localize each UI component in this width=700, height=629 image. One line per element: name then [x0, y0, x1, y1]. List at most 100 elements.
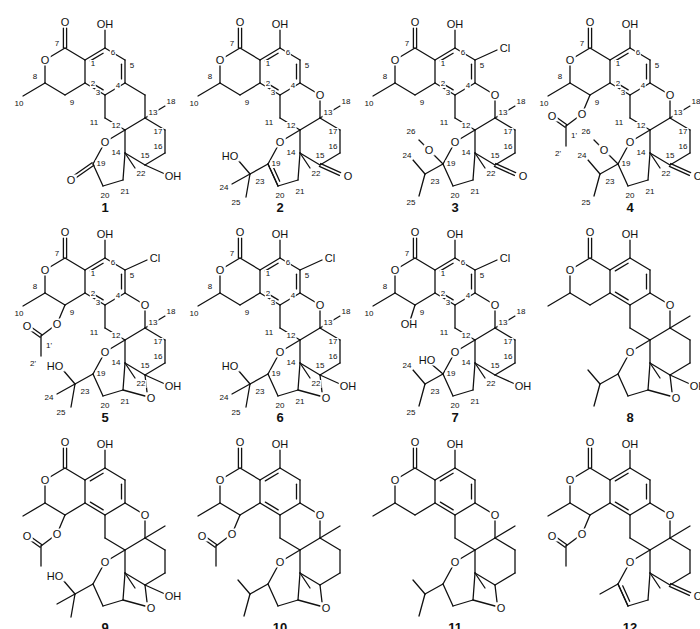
bond-line: [648, 363, 650, 390]
bond-line: [121, 64, 122, 79]
bond-line: [121, 274, 122, 289]
atom-locant: 21: [295, 188, 306, 196]
bond-line: [23, 83, 45, 96]
bond-line: [278, 600, 298, 606]
atom-label: O: [321, 393, 332, 404]
atom-locant: 7: [229, 40, 235, 48]
bond-line: [279, 450, 280, 468]
bond-line: [238, 238, 239, 258]
bond-line: [415, 293, 435, 305]
atom-locant: 13: [323, 319, 334, 327]
bond-line: [279, 30, 280, 48]
atom-locant: 1: [90, 270, 96, 278]
bond-line: [609, 60, 610, 83]
atom-locant: 22: [311, 380, 322, 388]
atom-locant: 13: [498, 319, 509, 327]
bond-line: [646, 274, 647, 289]
atom-locant: 7: [404, 40, 410, 48]
bond-line: [298, 573, 300, 600]
atom-locant: 19: [446, 160, 457, 168]
bond-line: [455, 328, 475, 340]
bond-line: [300, 118, 320, 130]
bond-line: [609, 480, 610, 503]
atom-locant: 15: [315, 362, 326, 370]
bond-line: [65, 48, 85, 60]
atom-label: O: [665, 90, 676, 101]
bond-line: [105, 258, 125, 270]
bond-line: [65, 293, 85, 305]
bond-line: [145, 526, 165, 538]
atom-locant: 16: [153, 143, 164, 151]
atom-locant: 14: [461, 359, 472, 367]
bond-line: [280, 48, 300, 60]
compound-number: 2: [275, 201, 284, 214]
atom-locant: 22: [136, 170, 147, 178]
atom-label: OH: [164, 591, 183, 602]
bond-line: [90, 502, 103, 510]
atom-locant: 16: [153, 353, 164, 361]
atom-locant: 5: [304, 272, 310, 280]
atom-label: O: [565, 265, 576, 276]
bond-line: [416, 448, 417, 468]
atom-locant: 14: [286, 149, 297, 157]
bond-line: [570, 83, 590, 95]
bond-line: [630, 48, 650, 60]
atom-label: Cl: [324, 253, 336, 264]
bond-line: [590, 468, 610, 480]
atom-locant: 5: [479, 272, 485, 280]
atom-label: Cl: [499, 253, 511, 264]
bond-line: [300, 153, 310, 168]
atom-locant: 15: [665, 152, 676, 160]
atom-label: O: [275, 137, 286, 148]
bond-line: [45, 293, 65, 305]
compound-number: 11: [447, 621, 463, 629]
bond-line: [548, 83, 570, 96]
atom-label: O: [410, 17, 421, 28]
bond-line: [630, 83, 650, 95]
atom-locant: 13: [148, 319, 159, 327]
bond-line: [630, 468, 650, 480]
bond-line: [145, 573, 165, 585]
bond-line: [250, 374, 268, 384]
atom-label: O: [577, 529, 588, 540]
bond-line: [475, 573, 495, 585]
bond-line: [475, 538, 495, 550]
bond-line: [299, 480, 300, 503]
atom-label: OH: [339, 381, 358, 392]
bond-line: [671, 164, 691, 173]
bond-line: [241, 448, 242, 468]
atom-locant: 12: [636, 122, 647, 130]
bond-line: [45, 503, 65, 515]
atom-locant: 13: [673, 109, 684, 117]
bond-line: [454, 515, 455, 538]
atom-label: O: [565, 475, 576, 486]
atom-locant: 16: [678, 143, 689, 151]
bond-line: [259, 270, 260, 293]
bond-line: [125, 328, 145, 340]
atom-locant: 3: [95, 299, 101, 307]
bond-line: [125, 363, 135, 378]
bond-line: [145, 375, 165, 384]
atom-locant: 8: [207, 283, 213, 291]
bond-line: [124, 550, 125, 573]
bond-line: [320, 538, 340, 550]
bond-line: [63, 370, 75, 384]
bond-line: [321, 164, 341, 173]
bond-line: [57, 384, 75, 394]
bond-line: [240, 503, 260, 515]
bond-line: [240, 293, 260, 305]
atom-label: O: [215, 265, 226, 276]
bond-line: [416, 238, 417, 258]
atom-locant: 19: [96, 370, 107, 378]
bond-line: [238, 160, 250, 174]
bond-line: [594, 174, 600, 196]
atom-locant: 3: [620, 89, 626, 97]
bond-line: [280, 503, 300, 515]
bond-line: [259, 60, 260, 83]
bond-line: [105, 328, 125, 340]
bond-line: [671, 584, 691, 593]
bond-line: [198, 293, 220, 306]
bond-line: [650, 118, 670, 130]
atom-label: OH: [446, 439, 465, 450]
atom-locant: 18: [516, 308, 527, 316]
